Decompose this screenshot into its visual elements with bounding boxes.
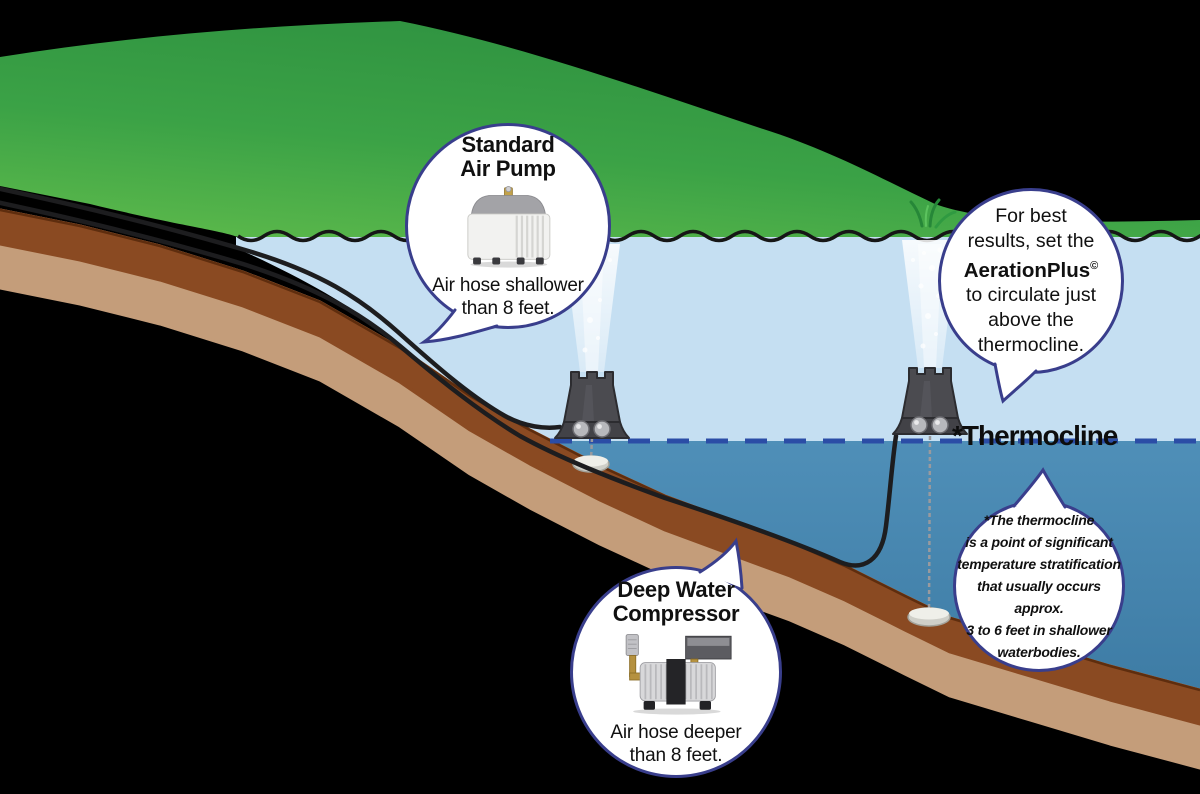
copyright-mark: © bbox=[1090, 260, 1099, 273]
compressor-illustration bbox=[625, 633, 732, 715]
anchor-chain-right bbox=[927, 435, 932, 613]
title-line: Deep Water bbox=[617, 576, 735, 602]
callout-title: Deep Water Compressor bbox=[612, 576, 740, 626]
callout-thermocline-note: *The thermocline is a point of significa… bbox=[953, 500, 1125, 672]
brand-name: AerationPlus© bbox=[963, 258, 1099, 282]
note-line: *The thermocline bbox=[983, 512, 1095, 528]
anchor-chain-left bbox=[589, 437, 594, 461]
callout-text-line: above the bbox=[988, 308, 1074, 331]
air-pump-illustration bbox=[467, 185, 551, 268]
callout-text-line: For best bbox=[995, 205, 1067, 228]
grass-hill bbox=[0, 21, 1200, 238]
note-line: waterbodies. bbox=[997, 644, 1081, 660]
body-line: Air hose shallower bbox=[432, 274, 584, 296]
body-line: than 8 feet. bbox=[461, 297, 555, 319]
title-line: Air Pump bbox=[460, 155, 556, 181]
air-hose-deep bbox=[0, 200, 899, 568]
air-hose-shallow bbox=[0, 186, 563, 430]
anchor-disc-right bbox=[907, 607, 951, 627]
note-line: is a point of significant bbox=[965, 534, 1113, 550]
thermocline-label: *Thermocline bbox=[952, 420, 1118, 451]
note-line: that usually occurs approx. bbox=[977, 578, 1101, 616]
callout-text-line: results, set the bbox=[967, 230, 1095, 253]
callout-body: Air hose shallower than 8 feet. bbox=[432, 274, 584, 320]
note-line: 3 to 6 feet in shallower bbox=[966, 622, 1112, 638]
note-line: temperature stratification bbox=[957, 556, 1121, 572]
title-line: Compressor bbox=[612, 600, 740, 626]
callout-body: Air hose deeper than 8 feet. bbox=[610, 721, 741, 767]
callout-standard-air-pump: Standard Air Pump Air hose shallower tha… bbox=[405, 123, 611, 329]
grass-tuft-icon bbox=[909, 198, 957, 229]
callout-deep-water-compressor: Deep Water Compressor Air hose deeper th… bbox=[570, 566, 782, 778]
body-line: Air hose deeper bbox=[610, 721, 742, 743]
title-line: Standard bbox=[461, 131, 555, 157]
callout-text-line: to circulate just bbox=[965, 283, 1097, 306]
body-line: than 8 feet. bbox=[629, 744, 723, 766]
callout-aeration-plus: For best results, set the AerationPlus© … bbox=[938, 188, 1124, 374]
callout-text-line: thermocline. bbox=[977, 333, 1085, 356]
callout-title: Standard Air Pump bbox=[460, 131, 556, 181]
